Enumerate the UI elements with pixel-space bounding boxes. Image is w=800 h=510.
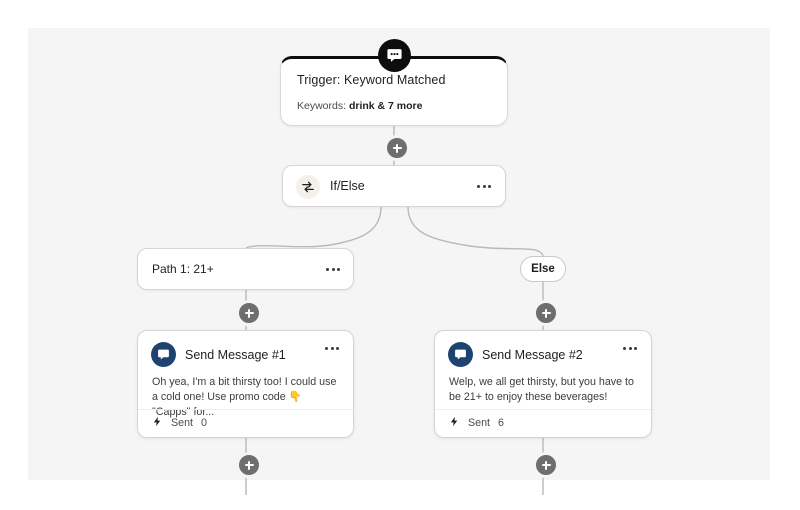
path-node-1-label: Path 1: 21+ [152, 262, 214, 276]
add-step-after-else[interactable] [533, 300, 559, 326]
send-message-card-2[interactable]: Send Message #2 Welp, we all get thirsty… [434, 330, 652, 438]
send-message-card-1-stat-value: 0 [201, 417, 207, 429]
send-message-card-1-more-options-icon[interactable] [325, 347, 339, 350]
send-message-card-2-header: Send Message #2 [448, 342, 583, 367]
trigger-title: Trigger: Keyword Matched [297, 73, 446, 87]
path-node-1[interactable]: Path 1: 21+ [137, 248, 354, 290]
if-else-node[interactable]: If/Else [282, 165, 506, 207]
send-message-card-1-header: Send Message #1 [151, 342, 286, 367]
if-else-more-options-icon[interactable] [477, 185, 491, 188]
send-message-card-1-divider [138, 409, 353, 410]
send-message-card-2-stat-label: Sent [468, 417, 490, 429]
lightning-bolt-icon [449, 415, 460, 431]
send-message-card-2-body: Welp, we all get thirsty, but you have t… [449, 376, 634, 403]
send-message-card-2-stat-value: 6 [498, 417, 504, 429]
add-step-after-message-1[interactable] [236, 452, 262, 478]
chat-bubble-icon [448, 342, 473, 367]
trigger-keywords-label: Keywords: [297, 100, 347, 112]
send-message-card-2-divider [435, 409, 651, 410]
add-step-after-trigger[interactable] [384, 135, 410, 161]
chat-bubble-dots-icon [378, 39, 411, 72]
else-branch-pill[interactable]: Else [520, 256, 566, 282]
trigger-keywords: Keywords: drink & 7 more [297, 100, 422, 112]
send-message-card-1-stat-label: Sent [171, 417, 193, 429]
lightning-bolt-icon [152, 415, 163, 431]
add-step-after-path-1[interactable] [236, 300, 262, 326]
path-node-1-more-options-icon[interactable] [326, 268, 340, 271]
send-message-card-1[interactable]: Send Message #1 Oh yea, I'm a bit thirst… [137, 330, 354, 438]
trigger-keywords-value: drink & 7 more [348, 100, 423, 112]
send-message-card-2-title: Send Message #2 [482, 347, 583, 362]
send-message-card-2-more-options-icon[interactable] [623, 347, 637, 350]
add-step-after-message-2[interactable] [533, 452, 559, 478]
if-else-label: If/Else [330, 179, 365, 193]
send-message-card-1-stat: Sent 0 [152, 415, 207, 431]
send-message-card-1-body: Oh yea, I'm a bit thirsty too! I could u… [152, 376, 337, 418]
chat-bubble-icon [151, 342, 176, 367]
send-message-card-1-title: Send Message #1 [185, 347, 286, 362]
swap-arrows-icon [296, 175, 320, 199]
send-message-card-2-stat: Sent 6 [449, 415, 504, 431]
